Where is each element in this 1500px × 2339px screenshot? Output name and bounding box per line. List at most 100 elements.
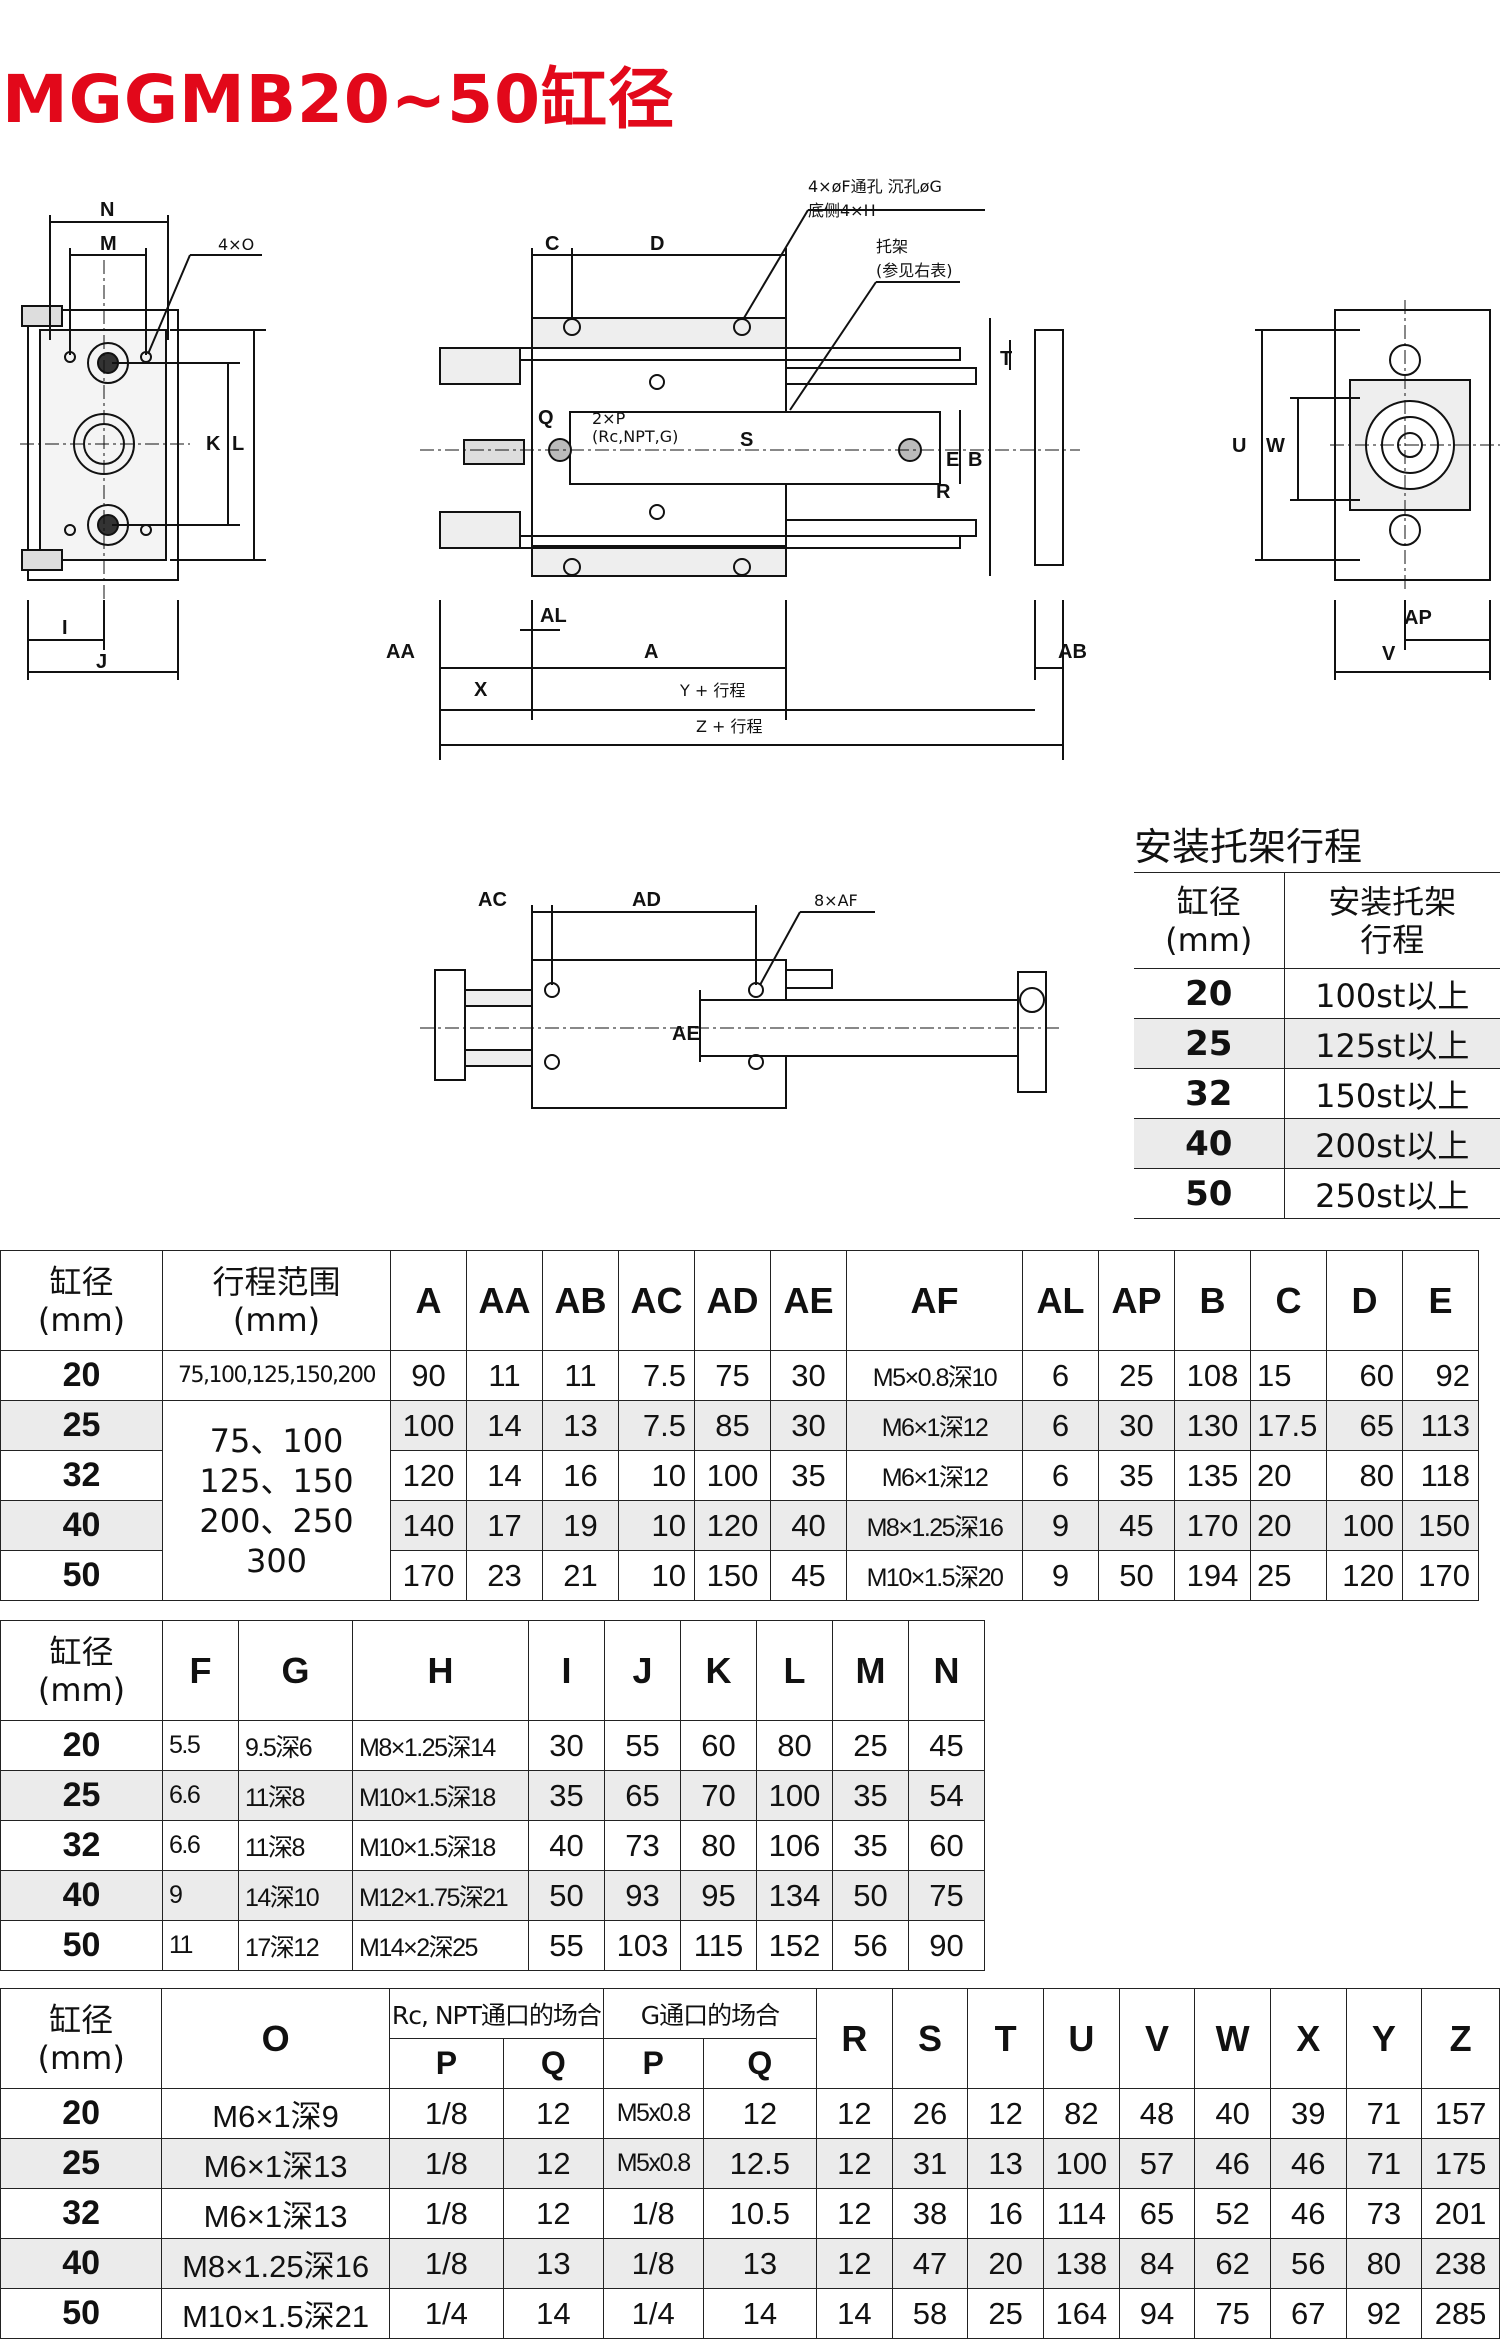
table-cell: 45 — [770, 1550, 847, 1601]
table1-header: AL — [1022, 1250, 1099, 1351]
table1-header-range: 行程范围 (mm) — [162, 1250, 391, 1351]
table-cell: 95 — [680, 1870, 757, 1921]
table-cell: M12×1.75深21 — [352, 1870, 529, 1921]
table-cell: 40 — [770, 1500, 847, 1551]
table-cell: 138 — [1042, 2238, 1120, 2289]
table-cell: 1/8 — [602, 2238, 704, 2289]
dim-label-m: M — [100, 233, 117, 255]
table-cell: M14×2深25 — [352, 1920, 529, 1971]
table-cell: 56 — [1269, 2238, 1347, 2289]
table-cell: 7.5 — [618, 1350, 695, 1401]
table-cell: 118 — [1402, 1450, 1479, 1501]
bracket-cell: 150st以上 — [1284, 1068, 1500, 1119]
dim-label-d: D — [650, 233, 664, 255]
dim-label-e: E — [946, 449, 959, 471]
table-cell: 75 — [1194, 2288, 1271, 2339]
table-cell: 23 — [466, 1550, 543, 1601]
table-cell: 17 — [466, 1500, 543, 1551]
table-cell: 67 — [1269, 2288, 1347, 2339]
dimension-table-3: 缸径 (mm) O Rc, NPT通口的场合 G通口的场合 R S T U V … — [0, 1988, 1500, 2339]
side-view-main — [420, 209, 1080, 760]
dim-label-y: Y + 行程 — [679, 681, 745, 700]
table-cell: 80 — [756, 1720, 833, 1771]
bore-cell: 50 — [0, 2288, 163, 2339]
table3-header: S — [891, 1988, 969, 2089]
table-cell: 38 — [891, 2188, 969, 2239]
stroke-range-cell: 75,100,125,150,200 — [162, 1350, 391, 1401]
table1-header: AP — [1098, 1250, 1175, 1351]
table-cell: 45 — [1098, 1500, 1175, 1551]
table-cell: 120 — [1326, 1550, 1403, 1601]
table3-header: T — [967, 1988, 1044, 2089]
table3-header-g: G通口的场合 — [602, 1988, 818, 2039]
table-cell: 65 — [1326, 1400, 1403, 1451]
bore-cell: 25 — [0, 2138, 163, 2189]
table-row: 25 125st以上 — [1134, 1018, 1500, 1069]
table2-header: J — [604, 1620, 681, 1721]
table1-header: AC — [618, 1250, 695, 1351]
table-cell: 35 — [832, 1820, 909, 1871]
table1-header: E — [1402, 1250, 1479, 1351]
table1-header: C — [1250, 1250, 1327, 1351]
note-h-thread: 底侧4×H — [808, 201, 876, 220]
table-cell: M8×1.25深16 — [846, 1500, 1023, 1551]
table2-header-bore: 缸径 (mm) — [0, 1620, 163, 1721]
stroke-range-cell: 75、100 125、150 200、250 300 — [162, 1400, 391, 1601]
table-cell: 170 — [1402, 1550, 1479, 1601]
bracket-cell: 50 — [1134, 1168, 1285, 1219]
table-cell: 55 — [528, 1920, 605, 1971]
table-cell: 35 — [528, 1770, 605, 1821]
table-cell: 6.6 — [162, 1770, 239, 1821]
dim-label-s: S — [740, 429, 753, 451]
dim-label-q: Q — [538, 407, 554, 429]
table-cell: 14 — [466, 1400, 543, 1451]
table-cell: M6×1深12 — [846, 1450, 1023, 1501]
table3-header: Y — [1345, 1988, 1423, 2089]
table-cell: 50 — [1098, 1550, 1175, 1601]
table-cell: 1/8 — [602, 2188, 704, 2239]
table-cell: 6 — [1022, 1350, 1099, 1401]
note-bracket: 托架 — [876, 237, 908, 256]
table-cell: 54 — [908, 1770, 985, 1821]
table-cell: 100 — [1042, 2138, 1120, 2189]
table3-subheader: P — [388, 2038, 504, 2089]
table-cell: 11 — [466, 1350, 543, 1401]
table-cell: 13 — [502, 2238, 604, 2289]
table-cell: 12 — [816, 2188, 893, 2239]
table-cell: 12 — [816, 2238, 893, 2289]
table1-header: AF — [846, 1250, 1023, 1351]
table-cell: 35 — [1098, 1450, 1175, 1501]
table-cell: 92 — [1345, 2288, 1423, 2339]
table-cell: 10 — [618, 1450, 695, 1501]
table-row: 20 100st以上 — [1134, 968, 1500, 1019]
bore-cell: 40 — [0, 2238, 163, 2289]
bore-cell: 25 — [0, 1400, 163, 1451]
side-view-lower — [420, 905, 1060, 1109]
table-cell: 80 — [1326, 1450, 1403, 1501]
dimension-table-1: 缸径 (mm) 行程范围 (mm) A AA AB AC AD AE AF AL… — [0, 1250, 1479, 1601]
technical-drawing: N M 4×O K L I J C D 4×øF通孔 沉孔øG 底侧4×H 托架… — [20, 177, 1500, 1109]
table-cell: 45 — [908, 1720, 985, 1771]
table-cell: 46 — [1194, 2138, 1271, 2189]
table-cell: M5×0.8深10 — [846, 1350, 1023, 1401]
table-cell: 52 — [1194, 2188, 1271, 2239]
table-cell: 11 — [542, 1350, 619, 1401]
table-cell: 46 — [1269, 2138, 1347, 2189]
table-cell: 157 — [1421, 2088, 1500, 2139]
dim-label-w: W — [1266, 435, 1285, 457]
table-cell: 90 — [908, 1920, 985, 1971]
table-cell: 170 — [390, 1550, 467, 1601]
table-cell: 100 — [1326, 1500, 1403, 1551]
dim-label-v: V — [1382, 643, 1396, 665]
table-cell: 108 — [1174, 1350, 1251, 1401]
table-cell: 5.5 — [162, 1720, 239, 1771]
table-cell: 93 — [604, 1870, 681, 1921]
table-cell: 94 — [1118, 2288, 1196, 2339]
